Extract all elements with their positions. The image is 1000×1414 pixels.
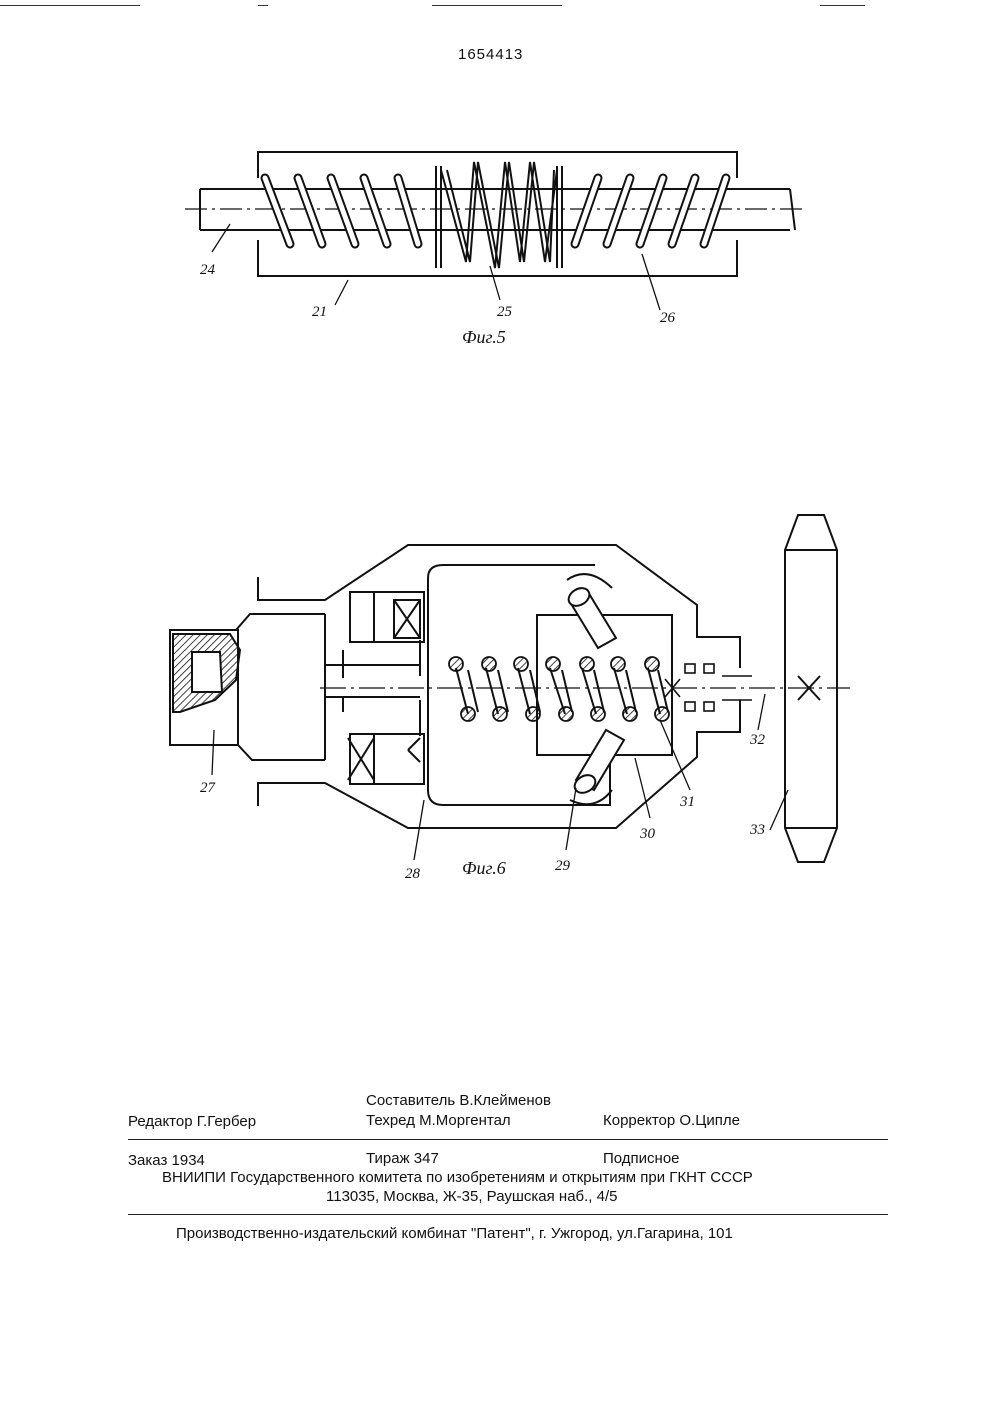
order-number: Заказ 1934 <box>128 1152 205 1169</box>
publisher-line: Производственно-издательский комбинат "П… <box>176 1225 733 1242</box>
label-32: 32 <box>749 732 766 748</box>
label-29: 29 <box>555 858 571 874</box>
label-27: 27 <box>200 780 217 796</box>
spring-31-coils <box>456 668 668 714</box>
label-30: 30 <box>639 826 656 842</box>
input-flange-27 <box>170 630 240 745</box>
compiler-credit: Составитель В.Клейменов <box>366 1092 551 1109</box>
label-25: 25 <box>497 304 513 320</box>
spring-25 <box>436 162 562 268</box>
figure-labels: 24 21 25 26 27 28 29 30 31 32 33 <box>200 262 766 882</box>
pins-29 <box>565 574 624 804</box>
label-21: 21 <box>312 304 327 320</box>
subscription-note: Подписное <box>603 1150 680 1167</box>
techred-credit: Техред М.Моргентал <box>366 1112 511 1129</box>
label-26: 26 <box>660 310 676 326</box>
label-33: 33 <box>749 822 765 838</box>
institution: ВНИИПИ Государственного комитета по изоб… <box>162 1169 753 1186</box>
corrector-credit: Корректор О.Ципле <box>603 1112 740 1129</box>
drawings: 24 21 25 26 27 28 29 30 31 32 33 <box>0 0 1000 900</box>
label-31: 31 <box>679 794 695 810</box>
label-28: 28 <box>405 866 421 882</box>
figure-5-drawing <box>185 152 805 310</box>
imprint-divider-bottom <box>128 1214 888 1215</box>
figure-5-caption: Фиг.5 <box>462 327 506 348</box>
imprint-divider-top <box>128 1139 888 1140</box>
outer-casing <box>170 545 740 828</box>
spring-31-sections <box>449 657 669 721</box>
spring-26-left-inner <box>265 178 418 244</box>
figure-6-caption: Фиг.6 <box>462 858 506 879</box>
circulation: Тираж 347 <box>366 1150 439 1167</box>
institution-address: 113035, Москва, Ж-35, Раушская наб., 4/5 <box>326 1188 618 1205</box>
shaft-fig6 <box>320 640 850 736</box>
figure-6-drawing <box>170 515 850 862</box>
label-24: 24 <box>200 262 216 278</box>
editor-credit: Редактор Г.Гербер <box>128 1113 256 1130</box>
